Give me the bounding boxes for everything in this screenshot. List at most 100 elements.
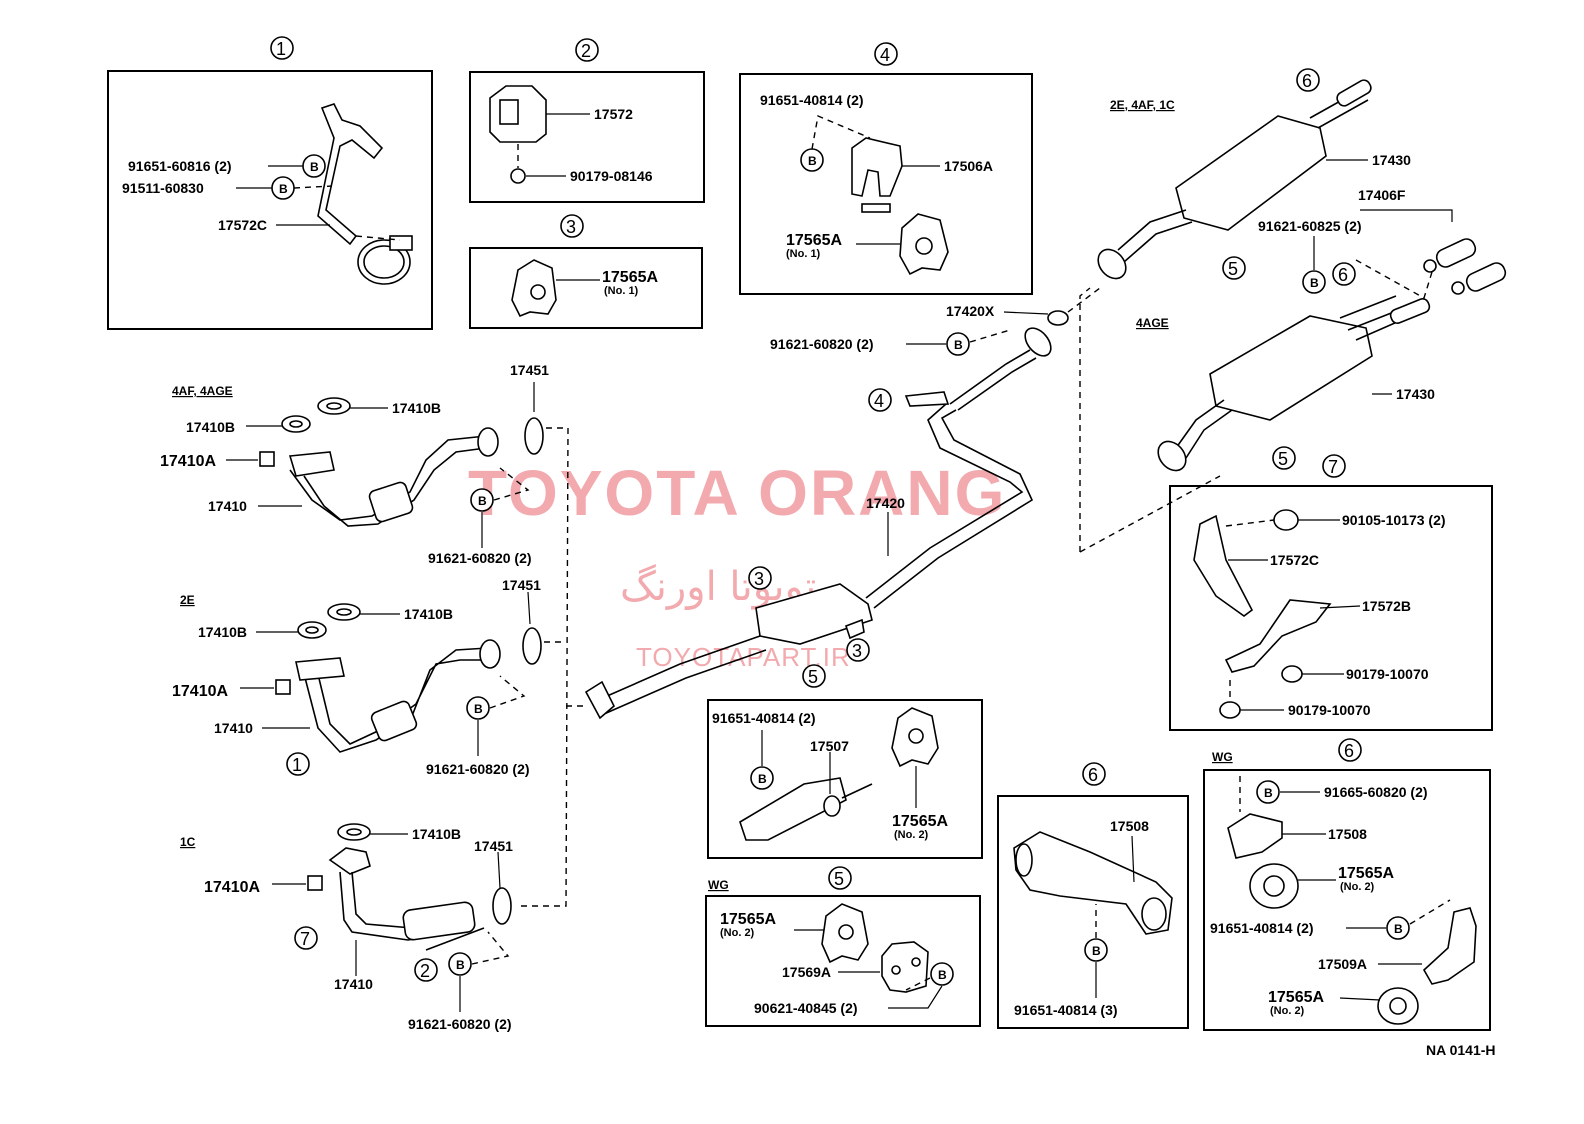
svg-text:B: B [474,702,483,716]
variant-label-4age: 4AGE [1136,316,1169,330]
detail-box-4: 4 B 91651-40814 (2) 17506A 17565A (No. 1… [739,42,1033,295]
part-label-17506a: 17506A [944,158,993,174]
nut-17410a [259,451,275,467]
part-label-17410a: 17410A [160,453,216,470]
svg-text:B: B [1394,922,1403,936]
svg-text:B: B [938,968,947,982]
circled-number-7: 7 [1328,457,1338,477]
variant-label-2e: 2E [180,593,195,607]
part-label-17451: 17451 [502,577,541,593]
tail-muffler-17430 [1209,315,1373,421]
drawing-code: NA 0141-H [1426,1042,1496,1058]
part-label-17410b: 17410B [186,419,235,435]
part-label-17420: 17420 [866,495,905,511]
part-label-17410b: 17410B [392,400,441,416]
part-label-91651-40814: 91651-40814 (3) [1014,1002,1118,1018]
circled-number-5: 5 [1278,449,1288,469]
part-label-17430: 17430 [1396,386,1435,402]
circled-number-6: 6 [1088,765,1098,785]
circled-number-3: 3 [754,569,764,589]
part-label-17410a: 17410A [204,879,260,896]
bracket-17572b [1224,599,1332,673]
detail-box-6b: WG 6 B 91665-60820 (2) 17508 17565A (No.… [1203,738,1491,1031]
part-label-91511-60830: 91511-60830 [122,180,204,196]
tail-pipe-2e-4af-1c: 2E, 4AF, 1C 6 17430 5 [1097,68,1411,280]
front-pipe-2e: 2E 17410B 17410B 17410A 17410 1 17451 B … [172,577,542,777]
circled-number-7: 7 [300,929,310,949]
nut-90105-10173 [1273,509,1299,531]
circled-number-6: 6 [1344,741,1354,761]
pipe-clamp [357,239,411,285]
part-label-91621-60825: 91621-60825 (2) [1258,218,1362,234]
circled-number-5: 5 [808,667,818,687]
part-note: (No. 1) [786,248,821,260]
part-label-17572c: 17572C [1270,552,1319,568]
gasket-17451 [492,887,512,925]
center-exhaust-pipe: 17420X B 91621-60820 (2) 4 17420 3 3 5 [584,303,1069,720]
part-label-17451: 17451 [474,838,513,854]
tail-tips-17406f: 17406F 91621-60825 (2) B 6 [1258,187,1507,300]
circled-number-6: 6 [1338,265,1348,285]
circled-number-3: 3 [566,217,576,237]
bolt-marker [1084,938,1108,962]
bolt-marker [466,696,490,720]
circled-number-5: 5 [1228,259,1238,279]
variant-label-1c: 1C [180,835,196,849]
detail-box-2: 2 17572 90179-08146 [469,38,705,203]
svg-text:B: B [279,182,288,196]
part-label-91621-60820: 91621-60820 (2) [408,1016,512,1032]
tail-muffler-17430 [1175,115,1327,231]
part-label-17451: 17451 [510,362,549,378]
circled-number-3: 3 [852,641,862,661]
circled-number-2: 2 [581,41,591,61]
part-label-17508: 17508 [1110,818,1149,834]
gasket-17451 [524,417,544,455]
front-pipe-1c: 1C 17410B 17410A 17410 7 2 17451 B 91621… [180,823,513,1032]
bracket-17509a [1422,907,1477,985]
part-label-91651-40814: 91651-40814 (2) [712,710,816,726]
part-label-17569a: 17569A [782,964,831,980]
nut-17410a [307,875,323,891]
variant-label-4af-4age: 4AF, 4AGE [172,384,233,398]
part-label-17410b: 17410B [412,826,461,842]
part-label-17410: 17410 [334,976,373,992]
bracket-17569a [881,941,929,993]
part-label-90179-10070: 90179-10070 [1346,666,1429,682]
svg-text:B: B [310,160,319,174]
bolt-marker [1302,270,1326,294]
bracket-17506a [851,137,903,197]
part-label-90621-40845: 90621-40845 (2) [754,1000,858,1016]
part-label-91621-60820: 91621-60820 (2) [428,550,532,566]
gasket-17420x [1047,310,1069,326]
part-label-90105-10173: 90105-10173 (2) [1342,512,1446,528]
bracket-17572c [1193,514,1254,617]
bracket-17572c [317,103,384,246]
part-label-17565a: 17565A [892,813,948,830]
hanger-17507 [739,777,847,841]
tail-pipe-4age: 4AGE 17430 5 7 [1136,295,1435,478]
svg-text:B: B [1092,944,1101,958]
bolt-marker [946,332,970,356]
variant-label-wg: WG [708,878,729,892]
variant-label-2e-4af-1c: 2E, 4AF, 1C [1110,98,1175,112]
center-muffler [755,583,873,645]
bolt-marker [1386,916,1410,940]
part-label-91665-60820: 91665-60820 (2) [1324,784,1428,800]
nut-90179-10070 [1219,701,1241,719]
part-note: (No. 2) [720,927,755,939]
part-label-17572b: 17572B [1362,598,1411,614]
detail-box-5a: B 91651-40814 (2) 17507 17565A (No. 2) [707,699,983,859]
detail-box-3: 3 17565A (No. 1) [469,214,703,329]
svg-text:B: B [1264,786,1273,800]
bolt-marker [750,766,774,790]
circled-number-1: 1 [292,755,302,775]
gasket-17451 [522,627,542,665]
part-label-17509a: 17509A [1318,956,1367,972]
part-label-17572c: 17572C [218,217,267,233]
detail-box-1: 1 B B 91651-60816 (2) 91511-60830 17572C [107,36,433,330]
variant-label-wg: WG [1212,750,1233,764]
circled-number-5: 5 [834,869,844,889]
part-label-91651-60816: 91651-60816 (2) [128,158,232,174]
part-label-17420x: 17420X [946,303,995,319]
part-label-17565a: 17565A [602,269,658,286]
